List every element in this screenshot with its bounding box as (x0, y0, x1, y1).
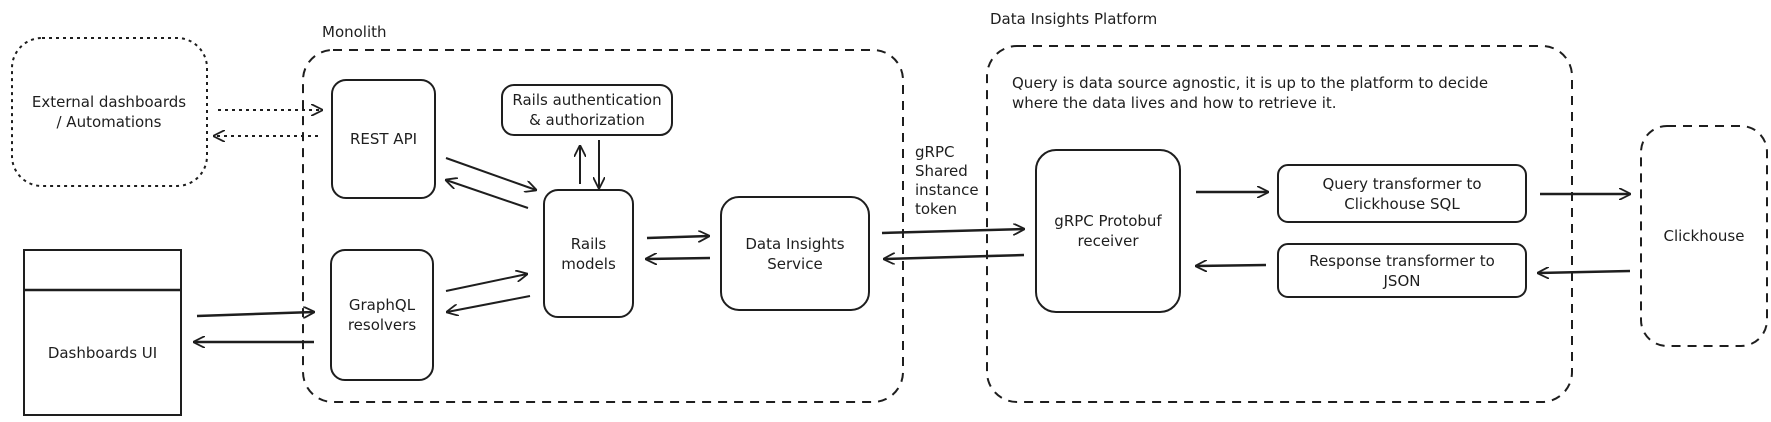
dashboards-ui-label: Dashboards UI (47, 344, 158, 362)
arrow-grpc-to-service (884, 255, 1025, 259)
monolith-title: Monolith (322, 23, 387, 41)
platform-group-box (986, 45, 1573, 403)
rails-models-box (543, 189, 634, 318)
grpc-receiver-label: gRPC Protobuf receiver (1054, 212, 1162, 250)
arrow-clickhouse-to-response (1538, 271, 1631, 273)
arrow-rest-to-models (445, 157, 536, 190)
rest-api-label: REST API (349, 130, 418, 148)
arrow-service-to-models (646, 258, 711, 259)
platform-note: Query is data source agnostic, it is up … (1012, 74, 1489, 112)
data-insights-service-box (720, 196, 870, 311)
response-transformer-label: Response transformer to JSON (1309, 251, 1495, 290)
platform-title: Data Insights Platform (990, 10, 1158, 28)
arrow-ui-to-graphql (196, 312, 314, 316)
graphql-resolvers-label: GraphQL resolvers (347, 296, 417, 334)
arrow-models-to-service (646, 236, 709, 238)
rest-api-box (331, 79, 436, 199)
external-dashboards-label: External dashboards / Automations (31, 93, 187, 131)
rails-auth-label: Rails authentication & authorization (512, 91, 662, 129)
arrow-service-to-grpc (881, 229, 1024, 233)
arrow-models-to-rest (446, 180, 529, 209)
clickhouse-box (1640, 125, 1768, 347)
query-transformer-label: Query transformer to Clickhouse SQL (1322, 174, 1482, 213)
arrow-models-to-graphql (447, 295, 531, 312)
grpc-link-label: gRPC Shared instance token (915, 143, 979, 218)
clickhouse-label: Clickhouse (1663, 227, 1745, 245)
data-insights-service-label: Data Insights Service (745, 234, 845, 273)
rails-models-label: Rails models (561, 234, 616, 273)
arrow-graphql-to-models (445, 274, 527, 292)
grpc-receiver-box (1035, 149, 1181, 313)
response-transformer-box (1277, 243, 1527, 298)
graphql-resolvers-box (330, 249, 434, 381)
external-dashboards-box (11, 37, 208, 187)
dashboards-ui-box (23, 249, 182, 416)
rails-auth-box (501, 84, 673, 136)
arrow-response-to-grpc (1196, 265, 1267, 266)
query-transformer-box (1277, 164, 1527, 223)
